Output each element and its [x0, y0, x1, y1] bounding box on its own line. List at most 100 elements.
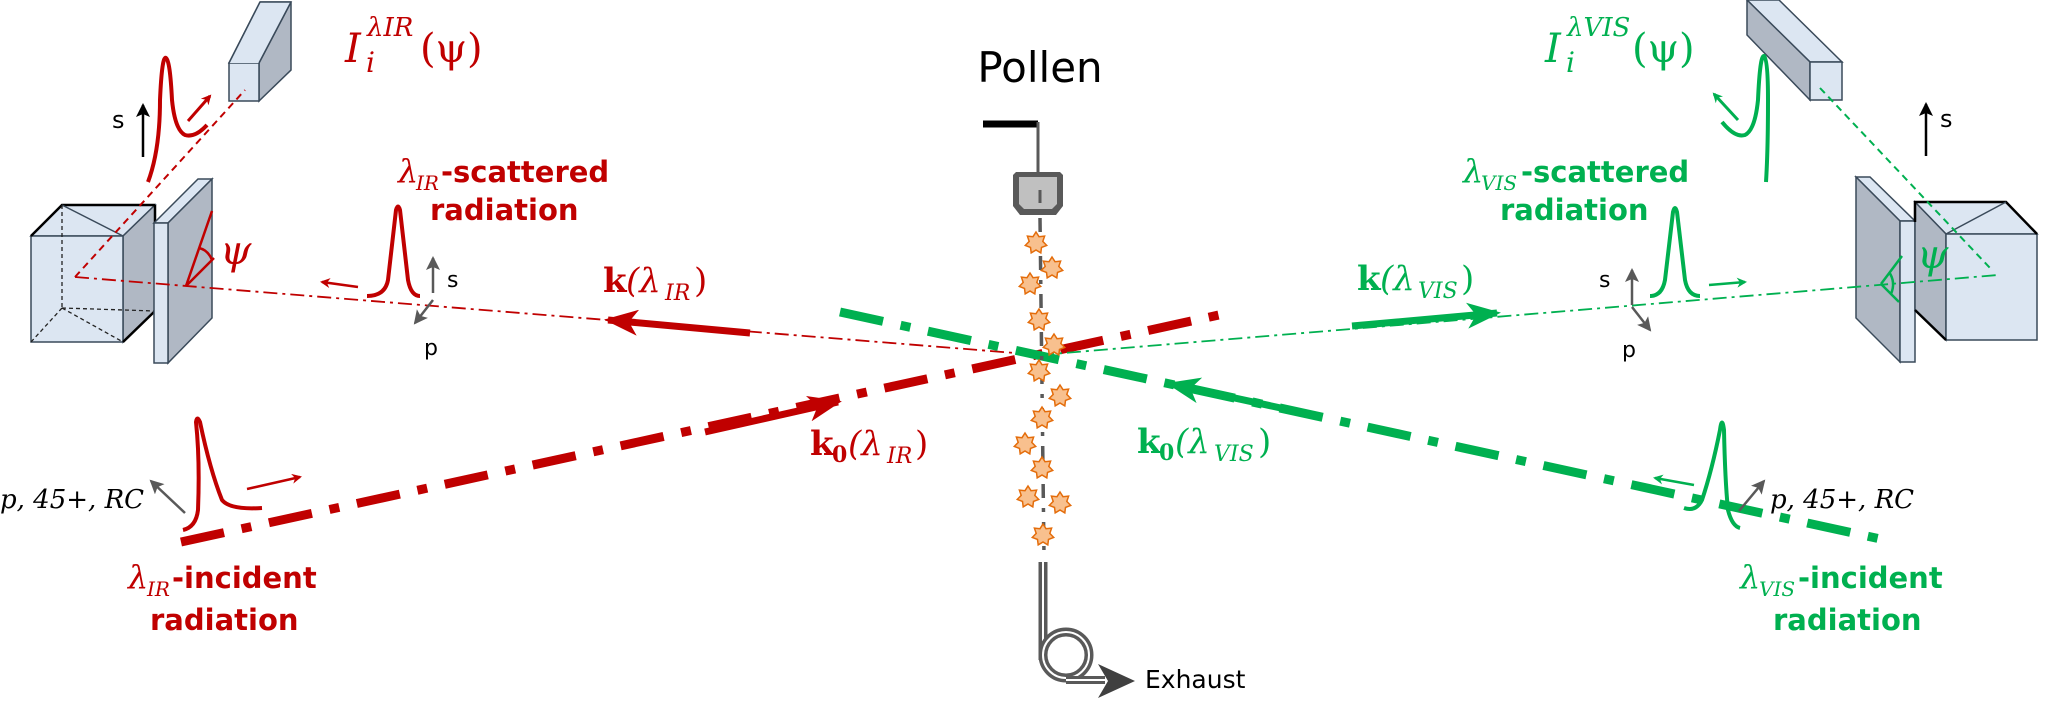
- svg-text:): ): [694, 261, 707, 301]
- svg-text:k: k: [810, 424, 835, 464]
- vis-p-axis-arrow: [1631, 306, 1652, 332]
- svg-text:k: k: [1137, 422, 1162, 462]
- svg-text:VIS: VIS: [1418, 279, 1458, 304]
- ir-cube: [29, 203, 157, 344]
- ir-k-label: k (λ IR ): [603, 261, 707, 306]
- ir-wave-plate: [152, 177, 214, 365]
- exhaust-arrow-icon: [1098, 664, 1135, 698]
- svg-text:(λ: (λ: [626, 261, 661, 301]
- svg-text:VIS: VIS: [1759, 577, 1795, 601]
- svg-text:VIS: VIS: [1481, 171, 1517, 195]
- ir-detector-assembly: [29, 1, 293, 365]
- svg-text:λ: λ: [396, 152, 418, 190]
- ir-incident-beam-line: [180, 308, 1229, 547]
- ir-k0-vector-arrow: [704, 395, 842, 436]
- ir-k-vector-arrow: [604, 309, 751, 337]
- vis-detector-intensity-label: I i λVIS (ψ): [1544, 13, 1695, 79]
- pollen-particle: [1015, 484, 1041, 509]
- ir-scattered-direction-arrow: [320, 278, 359, 289]
- svg-text:(ψ): (ψ): [420, 26, 483, 72]
- pollen-particles: [1012, 230, 1073, 547]
- svg-text:radiation: radiation: [150, 603, 299, 637]
- exhaust-label: Exhaust: [1145, 665, 1246, 694]
- ir-p-axis-arrow: [413, 299, 434, 325]
- svg-text:IR: IR: [664, 281, 690, 306]
- svg-text:(λ: (λ: [1175, 422, 1210, 462]
- ir-scattered-beam-line: [74, 276, 1041, 356]
- vis-detector-pulse-curve: [1720, 53, 1771, 183]
- ir-k0-label: k 0 (λ IR ): [810, 424, 928, 469]
- svg-text:k: k: [603, 261, 628, 301]
- vis-psi-angle: [1880, 255, 1903, 303]
- vis-k-vector-arrow: [1351, 302, 1501, 330]
- vis-p-label: p: [1622, 338, 1636, 363]
- svg-text:I: I: [344, 26, 362, 72]
- ir-detector-s-label: s: [112, 106, 125, 134]
- vis-k0-vector-arrow: [1166, 377, 1291, 414]
- svg-text:i: i: [1566, 46, 1575, 79]
- svg-text:(λ: (λ: [1380, 259, 1415, 299]
- svg-text:-scattered: -scattered: [441, 155, 609, 189]
- svg-text:): ): [1461, 259, 1474, 299]
- svg-text:): ): [1258, 422, 1271, 462]
- vis-scattered-pulse-icon: [1649, 206, 1701, 298]
- svg-text:): ): [915, 424, 928, 464]
- vis-incident-label: λ VIS -incident radiation: [1738, 558, 1943, 637]
- svg-text:(λ: (λ: [848, 424, 883, 464]
- svg-text:k: k: [1357, 259, 1382, 299]
- ir-incident-label: λ IR -incident radiation: [126, 558, 317, 637]
- pollen-particle: [1023, 230, 1049, 255]
- pollen-particle: [1017, 271, 1043, 296]
- svg-text:λ: λ: [1461, 152, 1483, 190]
- svg-text:i: i: [366, 46, 375, 79]
- vis-detector-path: [1819, 87, 1991, 269]
- svg-text:radiation: radiation: [1773, 603, 1922, 637]
- pollen-particle: [1026, 358, 1052, 383]
- ir-polarization-label: p, 45+, RC: [0, 485, 144, 515]
- vis-incident-direction-arrow: [1653, 474, 1695, 487]
- svg-text:-scattered: -scattered: [1521, 155, 1689, 189]
- svg-text:λ: λ: [126, 558, 148, 596]
- ir-polarization-arrow: [149, 479, 186, 514]
- svg-text:IR: IR: [415, 171, 439, 195]
- vis-scattered-beam-line: [1039, 274, 1999, 356]
- svg-text:radiation: radiation: [430, 193, 579, 227]
- vis-polarization-label: p, 45+, RC: [1770, 485, 1914, 515]
- ir-incident-direction-arrow: [246, 473, 302, 491]
- svg-text:(ψ): (ψ): [1632, 26, 1695, 72]
- svg-text:0: 0: [832, 442, 847, 468]
- ir-scattered-label: λ IR -scattered radiation: [396, 152, 609, 227]
- svg-text:IR: IR: [886, 444, 912, 469]
- svg-text:VIS: VIS: [1214, 442, 1254, 467]
- vis-detector-assembly: [1745, 0, 2039, 364]
- vis-s-label: s: [1599, 268, 1610, 293]
- vis-polarization-arrow: [1738, 479, 1766, 512]
- vis-scattered-direction-arrow: [1708, 277, 1747, 288]
- pollen-particle: [1039, 255, 1065, 280]
- ir-scattered-pulse-icon: [366, 204, 421, 298]
- svg-text:-incident: -incident: [1798, 561, 1943, 595]
- pollen-nozzle: [1013, 172, 1063, 215]
- svg-text:λ: λ: [1738, 558, 1760, 596]
- ir-p-label: p: [424, 336, 438, 361]
- ir-detector-intensity-label: I i λIR (ψ): [344, 13, 483, 79]
- vis-k-label: k (λ VIS ): [1357, 259, 1474, 304]
- vis-k0-label: k 0 (λ VIS ): [1137, 422, 1271, 467]
- pollen-particle: [1041, 332, 1067, 357]
- ir-photodetector: [227, 1, 293, 103]
- svg-text:radiation: radiation: [1500, 193, 1649, 227]
- ir-detector-path: [74, 89, 246, 278]
- pollen-particle: [1029, 455, 1055, 480]
- vis-wave-plate: [1854, 175, 1917, 364]
- pollen-particle: [1029, 405, 1055, 430]
- vis-photodetector: [1745, 0, 1844, 102]
- pollen-title: Pollen: [977, 43, 1102, 92]
- ir-detector-pulse-icon: [146, 55, 209, 183]
- pollen-particle: [1047, 383, 1073, 408]
- ir-psi-label: ψ: [220, 228, 252, 274]
- svg-text:IR: IR: [146, 577, 170, 601]
- svg-text:I: I: [1544, 26, 1562, 72]
- vis-incident-pulse-icon: [1683, 420, 1741, 530]
- pollen-inlet-tube: [983, 120, 1040, 172]
